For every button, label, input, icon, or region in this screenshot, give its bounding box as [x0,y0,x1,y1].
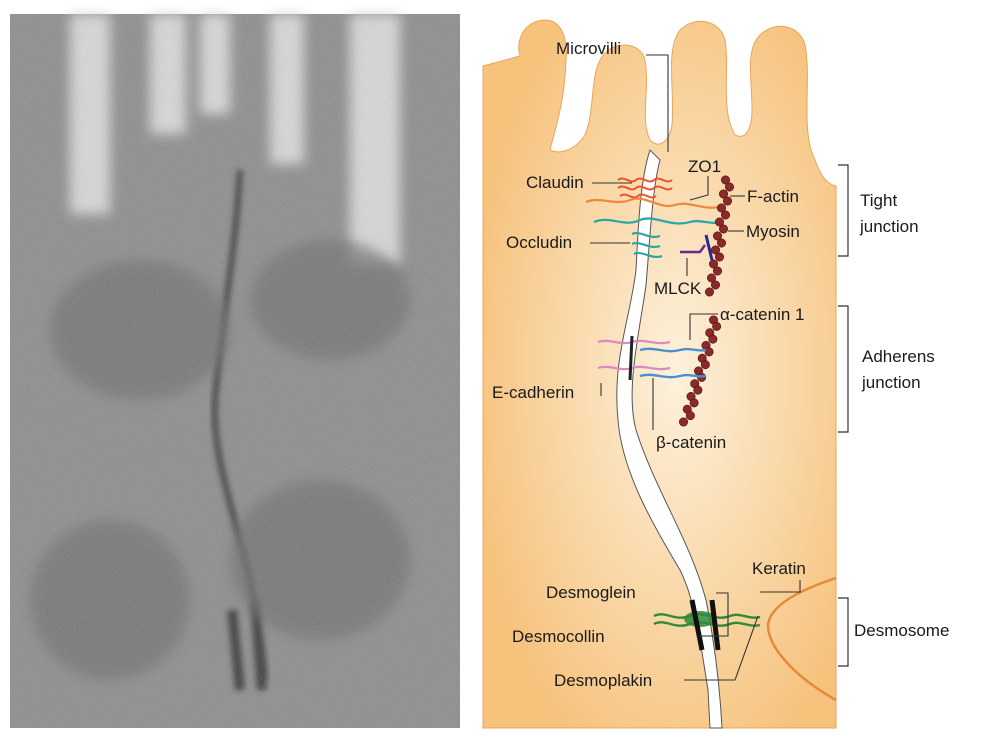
label-claudin: Claudin [526,173,584,192]
actin-bead [713,267,721,275]
actin-bead [679,418,687,426]
label-desmoglein: Desmoglein [546,583,636,602]
label-mlck: MLCK [654,279,702,298]
bracket-label-adherens-1: Adherens [862,347,935,366]
bracket-label-tight-1: Tight [860,191,897,210]
bracket-label-adherens-2: junction [861,373,921,392]
label-f-actin: F-actin [747,187,799,206]
actin-bead [721,211,729,219]
label-microvilli: Microvilli [556,39,621,58]
actin-bead [705,348,713,356]
bracket-label-desmosome: Desmosome [854,621,949,640]
electron-micrograph-image [10,14,460,728]
actin-bead [725,183,733,191]
label-zo1: ZO1 [688,157,721,176]
brackets [838,165,848,666]
label-myosin: Myosin [746,222,800,241]
actin-bead [701,360,709,368]
actin-bead [723,197,731,205]
actin-bead [686,411,694,419]
actin-bead [690,399,698,407]
actin-bead [709,335,717,343]
label-alpha-catenin: α-catenin 1 [720,305,805,324]
label-keratin: Keratin [752,559,806,578]
actin-bead [711,281,719,289]
label-desmocollin: Desmocollin [512,627,605,646]
label-beta-catenin: β-catenin [656,433,726,452]
label-desmoplakin: Desmoplakin [554,671,652,690]
junction-schematic: Microvilli ZO1 Claudin F-actin Occludin … [483,20,949,728]
actin-bead [719,225,727,233]
bracket-label-tight-2: junction [859,217,919,236]
label-e-cadherin: E-cadherin [492,383,574,402]
actin-bead [694,386,702,394]
actin-bead [715,253,723,261]
actin-bead [717,239,725,247]
actin-bead [705,288,713,296]
label-occludin: Occludin [506,233,572,252]
